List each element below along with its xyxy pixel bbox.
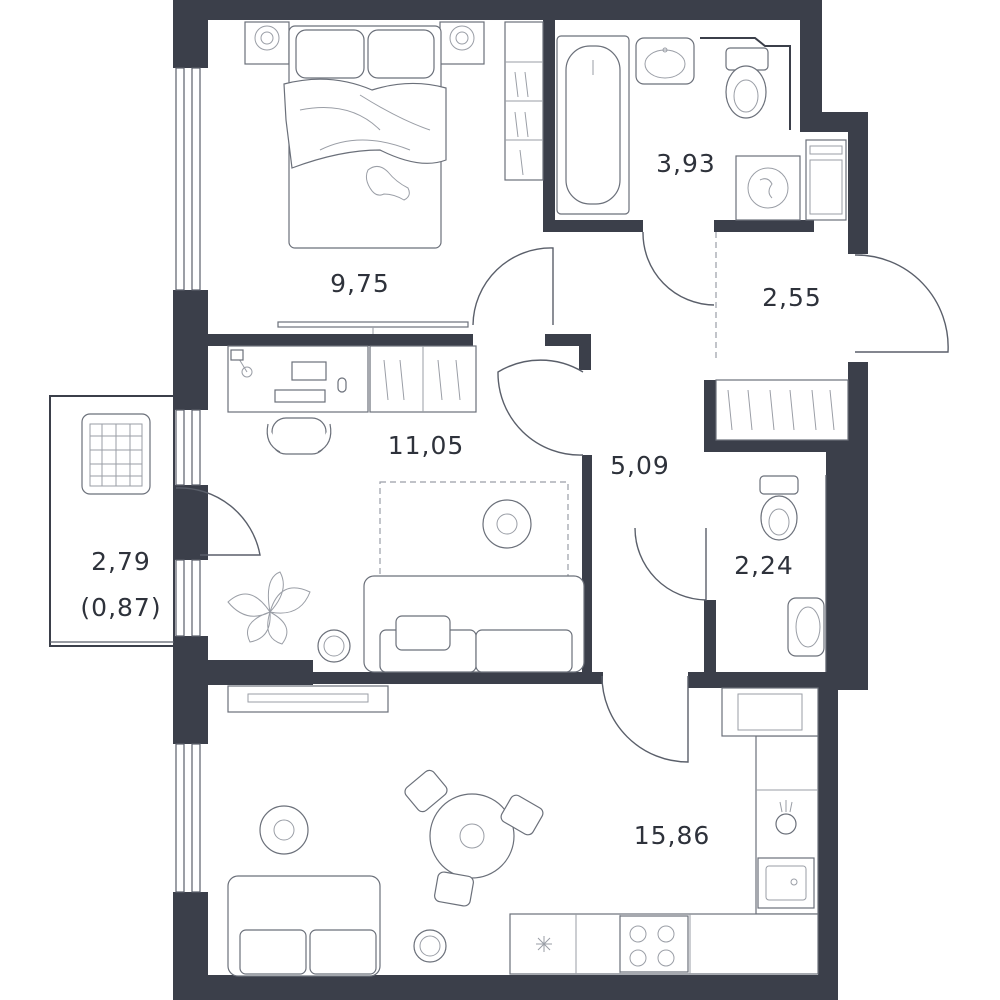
tv-bedroom <box>277 321 469 334</box>
area-label-kitchen-living: 15,86 <box>634 821 711 850</box>
tv-stand-living <box>227 685 389 713</box>
office-chair-icon <box>266 417 332 455</box>
sofa-icon-living <box>227 875 381 977</box>
study: 11,05 <box>227 345 585 673</box>
wardrobe-bedroom <box>504 21 544 181</box>
bedroom: 9,75 <box>244 21 544 334</box>
area-label-bathroom: 3,93 <box>656 149 716 178</box>
area-label-balcony: 2,79 <box>91 547 151 576</box>
nightstand-right <box>439 21 485 65</box>
plant-icon <box>227 571 311 645</box>
boiler-icon <box>805 139 847 221</box>
laundry-basket-icon <box>81 413 151 495</box>
area-label-balcony-reduced: (0,87) <box>80 593 161 622</box>
round-table-icon-living <box>259 805 309 855</box>
sink-icon-wc <box>787 597 825 657</box>
balcony <box>49 395 175 647</box>
wardrobe-hall <box>715 379 849 441</box>
round-table-icon-study <box>482 499 532 549</box>
fridge-icon <box>721 687 819 737</box>
area-label-study: 11,05 <box>388 431 465 460</box>
wc: 2,24 <box>734 475 827 672</box>
area-label-bedroom: 9,75 <box>330 269 390 298</box>
cat-icon <box>365 166 410 201</box>
washing-machine-icon <box>735 155 801 221</box>
area-label-wc: 2,24 <box>734 551 794 580</box>
sofa-icon-study <box>363 575 585 673</box>
kitchen-sink-icon <box>757 857 815 909</box>
kitchen-living: 15,86 <box>227 685 819 977</box>
faucet-icon <box>775 800 797 835</box>
sink-icon <box>635 37 695 85</box>
stove-icon <box>619 915 689 973</box>
toilet-icon-wc <box>759 475 799 541</box>
walls <box>173 0 868 1000</box>
area-label-corridor: 5,09 <box>610 451 670 480</box>
dishwasher-icon <box>536 936 552 952</box>
bathroom: 3,93 <box>556 35 847 221</box>
hall: 2,55 <box>715 283 849 441</box>
dining-table-icon <box>404 769 544 907</box>
robot-vacuum-icon-living <box>413 929 447 963</box>
windows <box>175 67 201 893</box>
wardrobe-study <box>369 345 477 413</box>
desk-icon <box>227 345 369 413</box>
bed-icon <box>283 25 447 249</box>
area-label-hall: 2,55 <box>762 283 822 312</box>
nightstand-left <box>244 21 290 65</box>
toilet-icon-bathroom <box>725 47 769 119</box>
doors <box>175 231 949 763</box>
robot-vacuum-icon-study <box>317 629 351 663</box>
bathtub-icon <box>556 35 630 215</box>
